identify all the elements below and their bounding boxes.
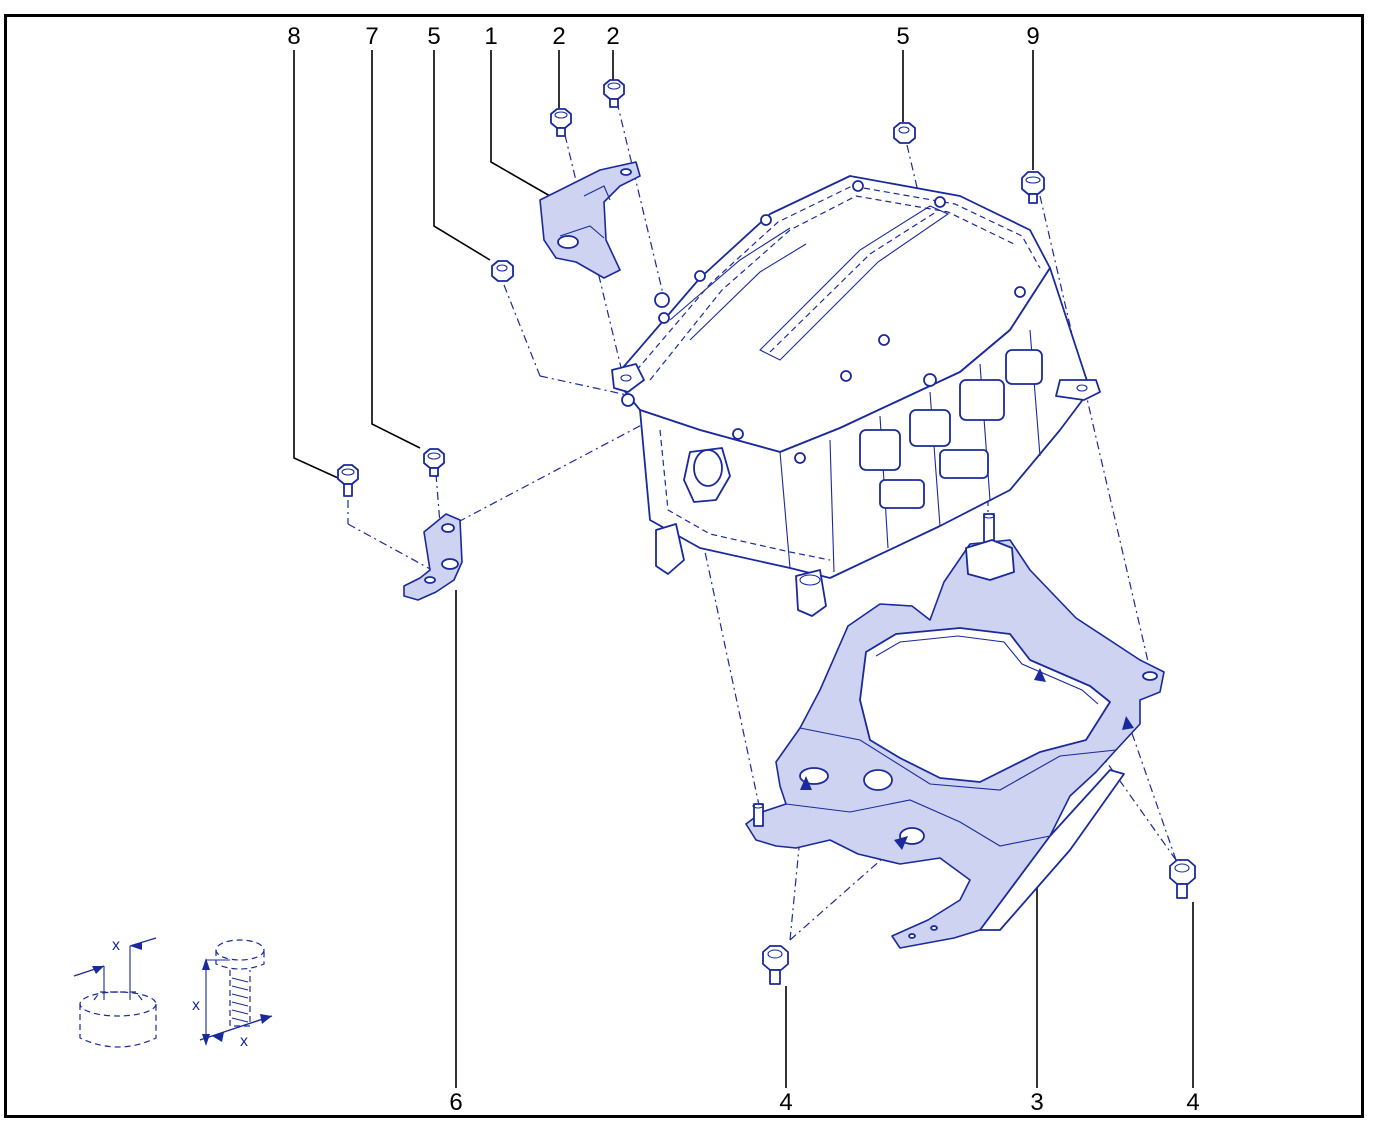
bolt-8 [337,464,359,497]
bracket-1 [539,161,641,279]
main-module [611,175,1101,617]
callout-3: 3 [1030,1089,1043,1116]
bolt-7 [423,448,445,477]
bolt-4-left [762,945,789,985]
callout-1: 1 [484,23,497,50]
assembly-arrows [800,668,1134,850]
support-tray-3 [745,539,1165,949]
callout-7: 7 [365,23,378,50]
callout-2-left: 2 [552,23,565,50]
leader-1 [490,50,551,197]
nut-5-right [893,122,916,144]
bolt-2-left [550,108,572,137]
legend-bolt-symbol: x x [192,939,273,1050]
leader-8 [293,50,339,479]
callout-6: 6 [449,1089,462,1116]
callout-labels: 8 7 5 1 2 2 5 9 6 4 3 4 [287,23,1199,1116]
assembly-center-lines [347,101,1177,941]
drawing-frame [4,14,1364,1118]
callout-5-right: 5 [896,23,909,50]
bolt-2-right [603,79,625,108]
callout-5-left: 5 [427,23,440,50]
legend-bolt-length-dim: x [192,997,200,1014]
callout-2-right: 2 [606,23,619,50]
nut-5-left [491,260,514,282]
leader-5-left [433,50,491,261]
leader-7 [371,50,421,449]
legend-nut-symbol: x [73,937,157,1048]
bracket-6 [403,513,463,601]
legend-bolt-dia-dim: x [240,1033,248,1050]
bolt-9 [1021,171,1045,204]
legend-nut-dim: x [112,937,120,954]
callout-4-left: 4 [779,1089,792,1116]
callout-9: 9 [1026,23,1039,50]
bolt-4-right [1169,859,1196,899]
callout-8: 8 [287,23,300,50]
leader-lines [293,50,1194,1088]
callout-4-right: 4 [1186,1089,1199,1116]
